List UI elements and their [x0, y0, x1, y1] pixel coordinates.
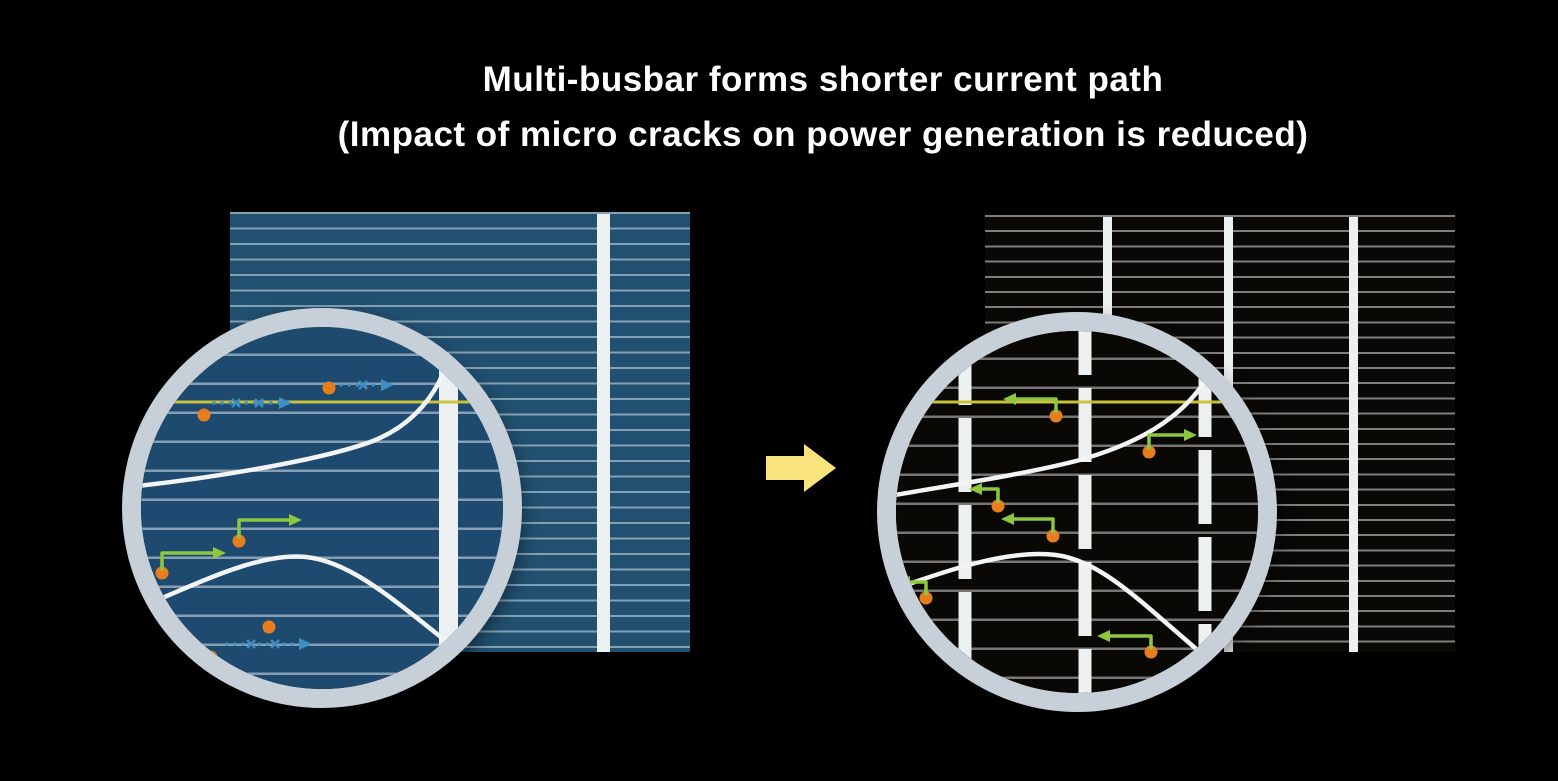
right-magnifier	[877, 312, 1277, 712]
micro-crack	[141, 554, 469, 660]
micro-crack	[141, 334, 458, 488]
short-current-path-arrow	[1108, 634, 1153, 650]
electron-dot	[919, 591, 933, 605]
short-current-path-arrow	[980, 487, 1000, 504]
arrowhead-icon	[1097, 630, 1110, 642]
short-current-path-arrow	[1012, 517, 1055, 534]
micro-crack	[896, 368, 1214, 498]
electron-dot	[1142, 445, 1156, 459]
blocked-x-icon	[246, 639, 256, 649]
arrowhead-icon	[299, 638, 312, 650]
arrowhead-icon	[289, 514, 302, 526]
busbar	[597, 214, 610, 652]
short-current-path-arrow	[160, 551, 215, 571]
electron-dot	[204, 650, 218, 664]
arrowhead-icon	[381, 379, 394, 391]
right-lens-detail	[896, 331, 1258, 693]
arrowhead-icon	[1001, 513, 1014, 525]
short-current-path-arrow	[1147, 433, 1186, 450]
left-lens-detail	[141, 327, 503, 689]
blocked-x-icon	[231, 398, 241, 408]
short-current-path-arrow	[237, 518, 291, 539]
arrowhead-icon	[1184, 429, 1197, 441]
busbar	[439, 327, 458, 689]
arrowhead-icon	[969, 483, 982, 495]
short-current-path-arrow	[1014, 397, 1058, 414]
electron-dot	[1049, 409, 1063, 423]
transition-arrow-icon	[766, 444, 836, 492]
diagram-title-line2: (Impact of micro cracks on power generat…	[337, 115, 1309, 154]
diagram-title: Multi-busbar forms shorter current path …	[0, 52, 1558, 162]
electron-dot	[232, 534, 246, 548]
blocked-x-icon	[358, 380, 368, 390]
electron-dot	[155, 566, 169, 580]
left-magnifier-lens	[141, 327, 503, 689]
electron-dot	[1046, 529, 1060, 543]
left-magnifier	[122, 308, 522, 708]
transition-arrow-shape	[766, 444, 836, 492]
short-current-path-arrow	[908, 580, 928, 596]
electron-dot	[262, 620, 276, 634]
electron-dot	[322, 381, 336, 395]
right-magnifier-lens	[896, 331, 1258, 693]
electron-dot	[991, 499, 1005, 513]
blocked-x-icon	[254, 398, 264, 408]
diagram-title-line1: Multi-busbar forms shorter current path	[482, 60, 1164, 99]
electron-dot	[1144, 645, 1158, 659]
arrowhead-icon	[897, 576, 910, 588]
micro-crack	[896, 551, 1204, 656]
blocked-x-icon	[270, 639, 280, 649]
arrowhead-icon	[1003, 393, 1016, 405]
arrowhead-icon	[279, 397, 292, 409]
arrowhead-icon	[213, 547, 226, 559]
electron-dot	[197, 408, 211, 422]
busbar	[1349, 217, 1358, 652]
